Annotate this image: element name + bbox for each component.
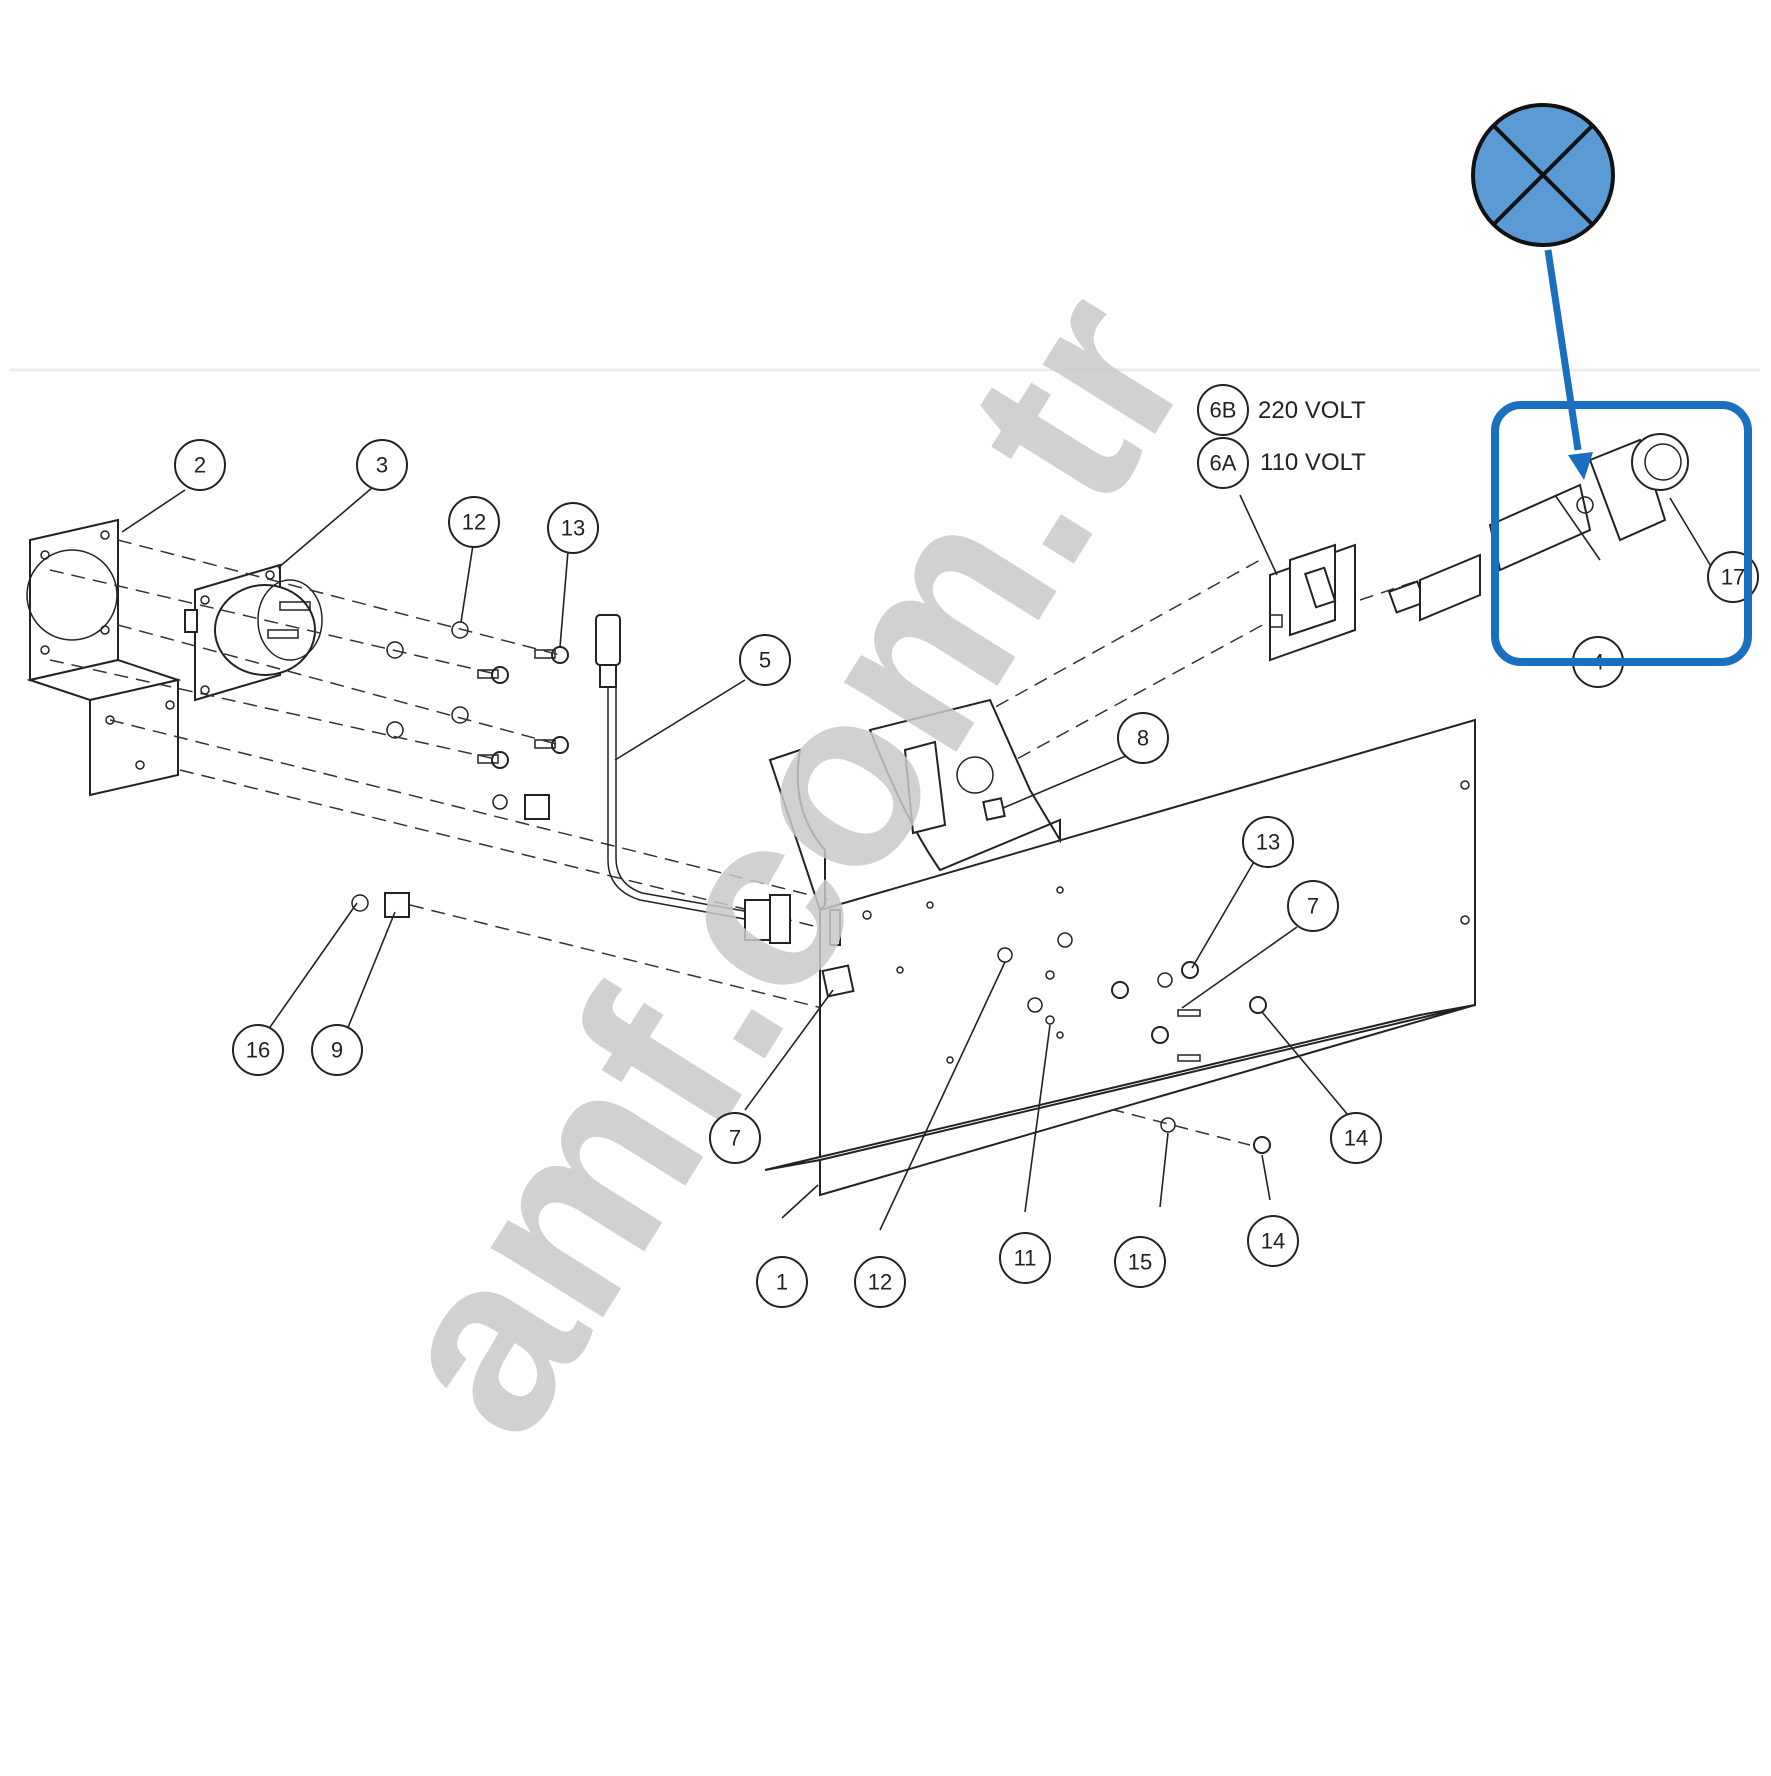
callout-3: 3 (356, 439, 408, 491)
svg-text:2: 2 (194, 453, 206, 478)
svg-text:5: 5 (759, 648, 771, 673)
mounting-bracket-part (26, 518, 182, 797)
callout-5: 5 (739, 634, 791, 686)
svg-text:6A: 6A (1210, 451, 1237, 476)
callout-7: 7 (709, 1112, 761, 1164)
rocker-switch-part (1269, 543, 1356, 662)
svg-text:110 VOLT: 110 VOLT (1260, 449, 1366, 476)
callout-6b-220-volt: 6B 220 VOLT (1197, 384, 1366, 436)
leader-lines (121, 486, 1716, 1231)
svg-text:6B: 6B (1210, 398, 1237, 423)
svg-text:8: 8 (1137, 726, 1149, 751)
callout-12-bottom: 12 (854, 1256, 906, 1308)
highlight-box (1491, 401, 1752, 666)
svg-text:17: 17 (1721, 565, 1745, 590)
highlight-annotation (1471, 103, 1752, 666)
callout-15: 15 (1114, 1236, 1166, 1288)
svg-text:12: 12 (462, 510, 486, 535)
svg-text:14: 14 (1344, 1126, 1368, 1151)
svg-text:16: 16 (246, 1038, 270, 1063)
enclosure-panel-part (764, 698, 1476, 1197)
callout-14-upper: 14 (1330, 1112, 1382, 1164)
svg-text:1: 1 (776, 1270, 788, 1295)
callout-13-right: 13 (1242, 816, 1294, 868)
callout-13-top: 13 (547, 502, 599, 554)
svg-text:7: 7 (729, 1126, 741, 1151)
callout-16: 16 (232, 1024, 284, 1076)
callout-12-top: 12 (448, 496, 500, 548)
power-cable-part (595, 614, 791, 944)
svg-text:3: 3 (376, 453, 388, 478)
callout-11: 11 (999, 1232, 1051, 1284)
cross-in-circle-icon (1471, 103, 1615, 247)
svg-text:220 VOLT: 220 VOLT (1258, 397, 1366, 424)
svg-text:11: 11 (1014, 1246, 1037, 1271)
callout-14-lower: 14 (1247, 1215, 1299, 1267)
svg-text:9: 9 (331, 1038, 343, 1063)
callout-9: 9 (311, 1024, 363, 1076)
callout-1: 1 (756, 1256, 808, 1308)
svg-text:15: 15 (1128, 1250, 1152, 1275)
callout-10: 7 (1287, 880, 1339, 932)
lamp-holder-part (1387, 433, 1689, 622)
svg-text:13: 13 (1256, 830, 1280, 855)
callout-6a-110-volt: 6A 110 VOLT (1197, 437, 1366, 489)
svg-text:7: 7 (1307, 894, 1319, 919)
svg-text:14: 14 (1261, 1229, 1285, 1254)
callout-2: 2 (174, 439, 226, 491)
callout-8: 8 (1117, 712, 1169, 764)
svg-text:13: 13 (561, 516, 585, 541)
power-inlet-plug-part (184, 563, 323, 702)
svg-text:12: 12 (868, 1270, 892, 1295)
left-hardware-group (351, 621, 569, 918)
